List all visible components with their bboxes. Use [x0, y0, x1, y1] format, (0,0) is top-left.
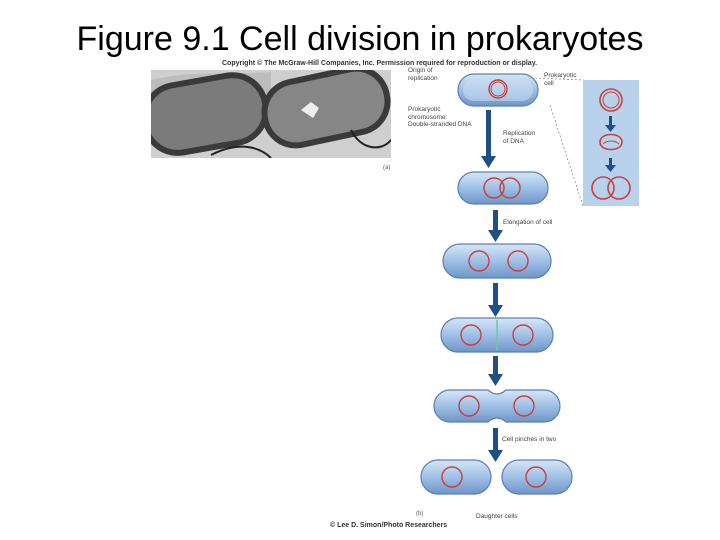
stage-4-cell — [440, 317, 554, 353]
label-prokaryotic-cell: Prokaryotic cell — [544, 72, 577, 87]
arrow-icon — [488, 210, 503, 242]
label-chromosome: Prokaryotic chromosome: Double-stranded … — [408, 106, 472, 128]
arrow-icon — [488, 356, 503, 386]
copyright-notice: Copyright © The McGraw-Hill Companies, I… — [222, 60, 538, 67]
label-elongation: Elongation of cell — [503, 219, 553, 226]
label-origin: Origin of replication — [408, 67, 438, 82]
electron-micrograph — [151, 70, 391, 158]
stage-3-cell — [442, 243, 552, 279]
stage-2-cell — [457, 171, 549, 205]
label-replication: Replication of DNA — [503, 130, 536, 145]
label-daughter-cells: Daughter cells — [476, 513, 518, 520]
slide-title: Figure 9.1 Cell division in prokaryotes — [76, 20, 644, 58]
arrow-icon — [481, 110, 496, 168]
stage-5-cell — [433, 389, 561, 423]
replication-inset — [583, 80, 639, 206]
arrow-icon — [488, 283, 503, 317]
photo-credit: © Lee D. Simon/Photo Researchers — [330, 522, 448, 529]
label-pinches: Cell pinches in two — [502, 436, 557, 443]
connector-line — [534, 77, 584, 81]
daughter-cell-left — [420, 459, 492, 495]
arrow-icon — [488, 428, 503, 462]
part-b-label: (b) — [416, 511, 424, 517]
stage-1-cell — [457, 73, 539, 107]
part-a-label: (a) — [383, 165, 391, 171]
connector-line — [549, 104, 584, 207]
daughter-cell-right — [501, 459, 573, 495]
